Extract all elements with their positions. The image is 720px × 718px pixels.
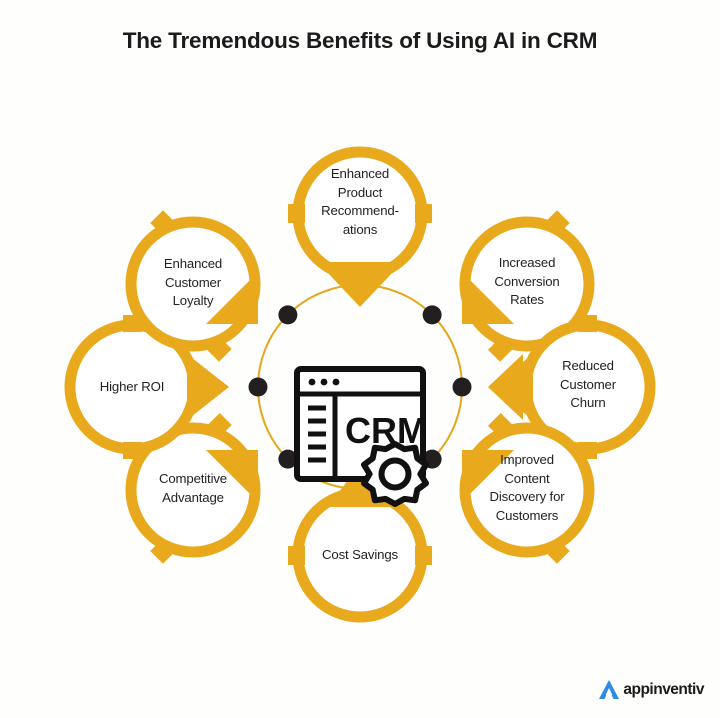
arrow-down-fill [327,262,393,304]
arrow-down-left-icon [462,272,514,324]
gear-icon [361,441,429,507]
appinventiv-logo-text: appinventiv [623,680,704,698]
node-circle[interactable] [292,146,428,282]
node-improved-content-discovery[interactable] [459,412,595,564]
node-competitive-advantage[interactable] [125,412,261,564]
arrow-up-left-icon [462,450,514,502]
tab-sw [487,336,513,362]
ring-dot-w [248,377,268,397]
node-enhanced-customer-loyalty[interactable] [125,210,261,362]
ring-dot-ne [422,305,442,325]
tab-left [288,546,305,565]
tab-nw [487,412,513,438]
tab-ne [206,412,232,438]
ring-dot-e [452,377,472,397]
node-circle[interactable] [125,216,261,352]
appinventiv-logo[interactable]: appinventiv [598,679,704,700]
appinventiv-a-mark [599,680,620,699]
node-circle[interactable] [459,422,595,558]
tab-se [544,538,570,564]
tab-sw [150,538,176,564]
ring-dot-sw [278,449,298,469]
arrow-right-icon [187,354,229,420]
gear-hub [378,457,412,491]
crm-label: CRM [345,410,427,451]
wheel-svg: CRM [64,146,656,623]
tab-right [415,546,432,565]
node-enhanced-product-recommendations[interactable] [288,146,432,307]
node-higher-roi[interactable] [64,315,229,459]
arrow-up-right-icon [206,450,258,502]
window-dot-2 [320,378,328,386]
page-title: The Tremendous Benefits of Using AI in C… [122,28,598,53]
tab-left [288,204,305,223]
tab-bottom [123,442,142,459]
arrow-down-right-icon [206,272,258,324]
tab-ne [544,210,570,236]
benefits-wheel-diagram: CRM Enhanced Product Recommend- ations I… [0,62,720,662]
tab-right [415,204,432,223]
node-increased-conversion-rates[interactable] [459,210,595,362]
crm-window-gear-icon: CRM [294,366,429,507]
node-cost-savings[interactable] [288,465,432,623]
node-circle[interactable] [292,487,428,623]
tab-se [206,336,232,362]
node-reduced-customer-churn[interactable] [488,315,656,459]
window-dot-1 [308,378,316,386]
arrow-left-fill [491,354,533,420]
window-dot-3 [332,378,340,386]
tab-top [578,315,597,332]
ring-dot-nw [278,305,298,325]
